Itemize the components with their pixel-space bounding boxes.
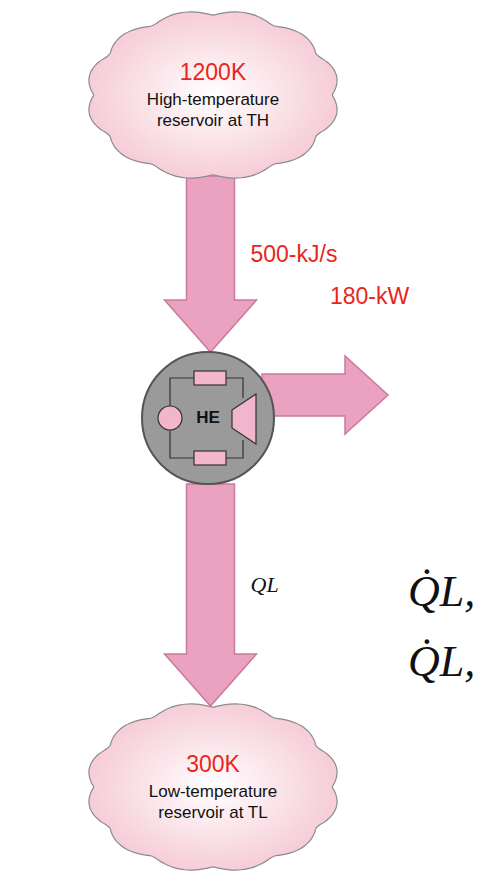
temperature-label: 1200K [180,59,247,86]
flow-label: QL [251,572,279,598]
reservoir-name: High-temperature reservoir at TH [118,90,308,131]
engine-body [142,352,274,484]
cloud-shape [89,12,337,178]
engine-schematic [158,371,256,465]
work-label: 180-kW [330,283,409,310]
heat-flow-arrow [165,484,257,706]
temperature-label: 300K [186,751,240,778]
heat-flow-arrow [165,176,257,352]
reservoir-cloud: 1200K High-temperature reservoir at TH [78,2,348,188]
flow-label: 500-kJ/s [251,241,338,268]
heat-rate-symbol: Q̇L, [408,566,475,617]
heat-engine-circle: HE [140,350,276,486]
engine-label: HE [196,408,220,428]
heat-rate-symbol: Q̇L, [408,636,475,687]
work-arrow [262,356,388,434]
reservoir-name: Low-temperature reservoir at TL [118,782,308,823]
reservoir-cloud: 300K Low-temperature reservoir at TL [78,694,348,876]
cloud-shape [89,704,337,870]
